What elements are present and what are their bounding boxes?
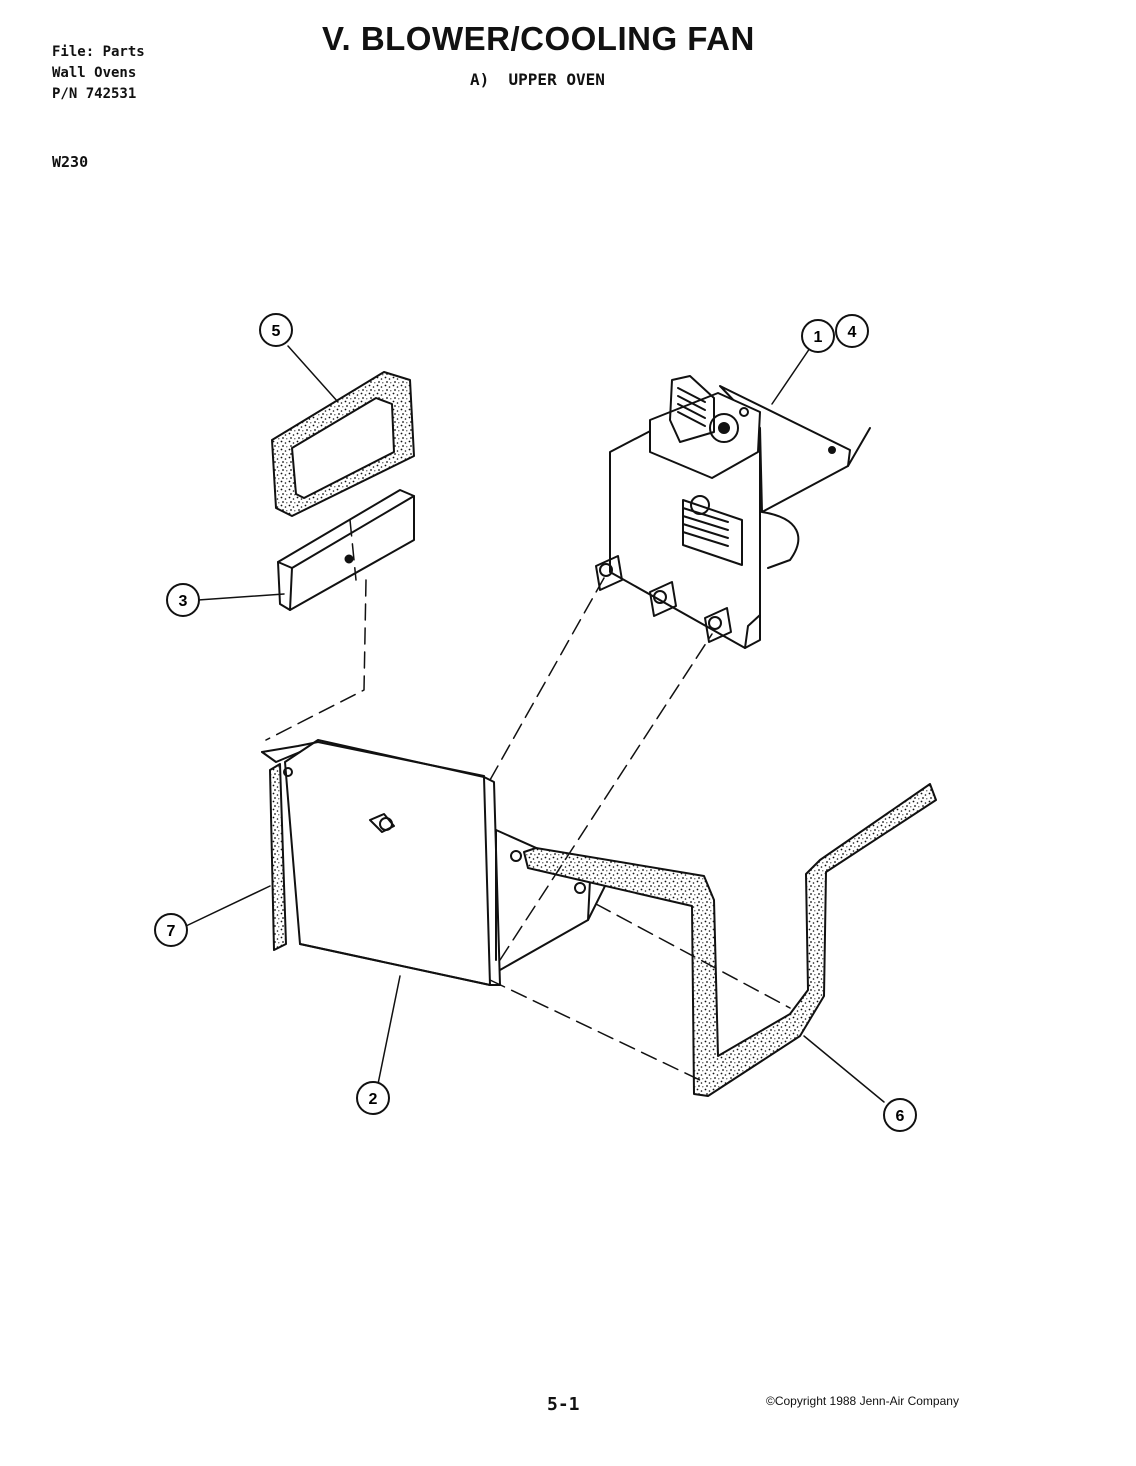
callout-label: 3 (179, 593, 188, 610)
callout-5: 5 (259, 313, 293, 347)
gasket-part-6 (523, 783, 937, 1097)
callout-6: 6 (883, 1098, 917, 1132)
callout-7: 7 (154, 913, 188, 947)
callout-label: 6 (896, 1108, 905, 1125)
page-number: 5-1 (547, 1394, 580, 1415)
gasket-part-5 (271, 371, 415, 517)
callout-label: 5 (272, 323, 281, 340)
callout-3: 3 (166, 583, 200, 617)
file-line: Wall Ovens (52, 65, 137, 81)
blower-motor-part-1-4 (595, 375, 871, 649)
copyright: ©Copyright 1988 Jenn-Air Company (766, 1394, 959, 1408)
callout-label: 2 (369, 1091, 378, 1108)
callout-4: 4 (835, 314, 869, 348)
callout-label: 4 (848, 324, 857, 341)
page-subtitle: A) UPPER OVEN (470, 70, 605, 89)
callout-label: 1 (814, 329, 823, 346)
file-line: P/N 742531 (52, 86, 137, 102)
gasket-strip-part-7 (269, 763, 287, 951)
model-number: W230 (52, 153, 89, 171)
file-info: File: Parts Wall Ovens P/N 742531 (52, 42, 145, 105)
leader-lines (185, 345, 885, 1103)
callout-label: 7 (167, 923, 176, 940)
callout-2: 2 (356, 1081, 390, 1115)
page-title: V. BLOWER/COOLING FAN (322, 20, 755, 57)
callout-1: 1 (801, 319, 835, 353)
assembly-lines (265, 519, 791, 1083)
file-line: File: Parts (52, 44, 145, 60)
block-part-3 (277, 489, 415, 611)
